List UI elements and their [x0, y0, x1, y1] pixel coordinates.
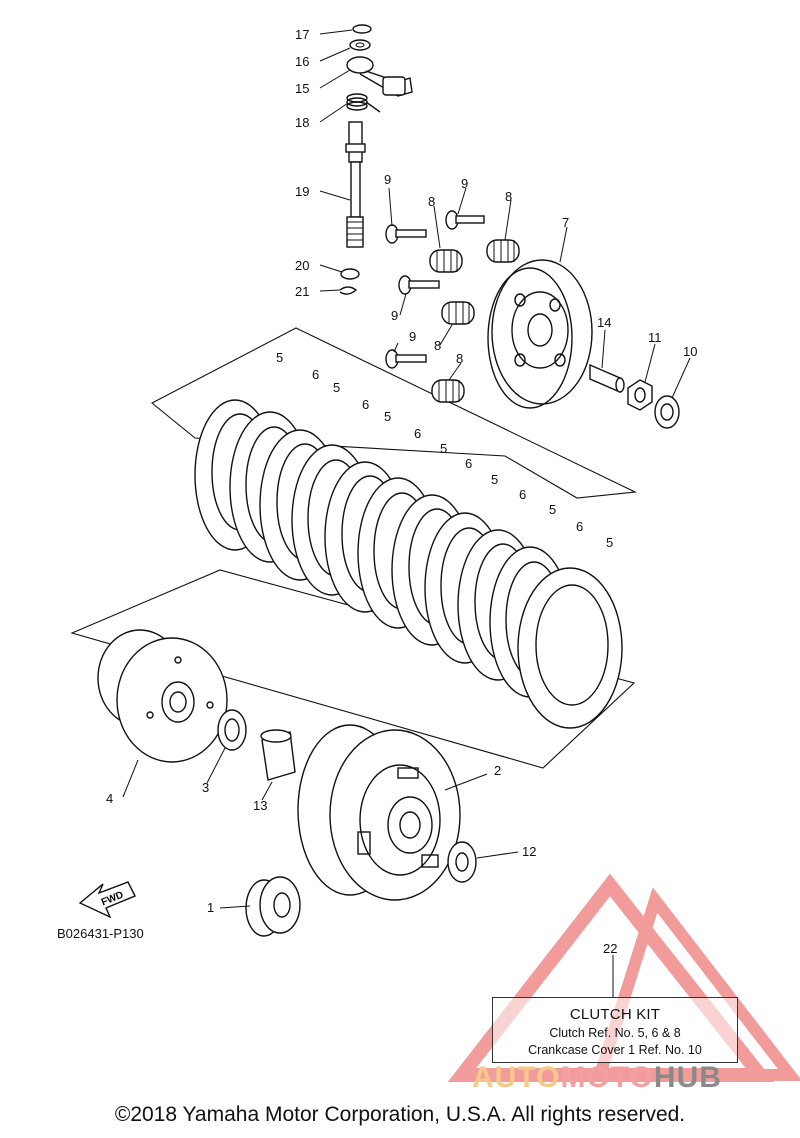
part-18-spring	[346, 93, 381, 113]
watermark-logo	[447, 873, 800, 1082]
forward-direction-arrow: FWD	[78, 881, 136, 919]
plate-box-lower	[70, 569, 636, 769]
part-8-spring	[441, 301, 475, 325]
part-7-pressure-plate	[487, 259, 593, 409]
callout-5: 5	[440, 441, 447, 456]
part-9-bolt	[385, 224, 427, 244]
callout-4: 4	[106, 791, 113, 806]
part-8-spring	[486, 239, 520, 263]
part-19-push-lever-shaft	[345, 121, 366, 248]
clutch-kit-box: CLUTCH KIT Clutch Ref. No. 5, 6 & 8 Cran…	[492, 997, 738, 1063]
leader-lines	[122, 29, 691, 997]
part-4-clutch-boss	[97, 629, 228, 763]
callout-8: 8	[505, 189, 512, 204]
callout-5: 5	[549, 502, 556, 517]
clutch-plate-stack	[194, 399, 623, 729]
callout-19: 19	[295, 184, 309, 199]
callout-9: 9	[391, 308, 398, 323]
callout-14: 14	[597, 315, 611, 330]
callout-18: 18	[295, 115, 309, 130]
callout-8: 8	[434, 338, 441, 353]
part-9-bolt	[445, 210, 485, 230]
clutch-kit-line-2: Crankcase Cover 1 Ref. No. 10	[528, 1043, 702, 1057]
callout-3: 3	[202, 780, 209, 795]
pull-lever-shaft-assembly	[339, 24, 413, 295]
pressure-plate-assembly	[385, 210, 680, 429]
callout-6: 6	[362, 397, 369, 412]
callout-13: 13	[253, 798, 267, 813]
callout-8: 8	[456, 351, 463, 366]
part-16-washer	[349, 39, 371, 51]
part-3-thrust-washer	[217, 709, 247, 751]
callout-2: 2	[494, 763, 501, 778]
clutch-kit-title: CLUTCH KIT	[569, 1006, 661, 1023]
watermark-text: AUTOMOTOHUB	[472, 1061, 722, 1095]
callout-labels: 17 16 15 18 19 20 21 9 9 8 8 7 9 8 9 8 1…	[106, 27, 697, 956]
diagram-reference-code: B026431-P130	[57, 926, 144, 941]
callout-20: 20	[295, 258, 309, 273]
part-12-thrust-washer	[447, 841, 477, 883]
clutch-kit-line-1: Clutch Ref. No. 5, 6 & 8	[549, 1026, 681, 1040]
watermark-part-hub: HUB	[653, 1061, 722, 1094]
part-10-lock-washer	[654, 395, 680, 429]
watermark-part-moto: MOTO	[560, 1061, 654, 1094]
part-8-spring	[431, 379, 465, 403]
copyright-notice: ©2018 Yamaha Motor Corporation, U.S.A. A…	[114, 1103, 686, 1126]
part-9-bolt	[398, 275, 440, 295]
part-13-sleeve	[260, 729, 296, 781]
part-14-push-rod	[589, 363, 625, 394]
callout-5: 5	[276, 350, 283, 365]
part-9-bolt	[385, 349, 427, 369]
callout-17: 17	[295, 27, 309, 42]
callout-21: 21	[295, 284, 309, 299]
watermark-part-auto: AUTO	[472, 1061, 561, 1094]
callout-8: 8	[428, 194, 435, 209]
part-1-primary-drive-gear	[245, 876, 301, 937]
callout-6: 6	[519, 487, 526, 502]
callout-16: 16	[295, 54, 309, 69]
callout-5: 5	[491, 472, 498, 487]
callout-12: 12	[522, 844, 536, 859]
part-5-friction-plate	[517, 567, 623, 729]
callout-9: 9	[409, 329, 416, 344]
callout-15: 15	[295, 81, 309, 96]
part-21-circlip	[339, 286, 358, 295]
part-8-spring	[429, 249, 463, 273]
callout-10: 10	[683, 344, 697, 359]
callout-6: 6	[312, 367, 319, 382]
part-2-primary-driven-gear-housing	[297, 724, 461, 901]
callout-9: 9	[461, 176, 468, 191]
part-11-nut	[627, 379, 653, 411]
callout-6: 6	[465, 456, 472, 471]
callout-5: 5	[606, 535, 613, 550]
plate-box-upper	[151, 327, 637, 499]
callout-11: 11	[648, 330, 662, 345]
callout-6: 6	[576, 519, 583, 534]
callout-5: 5	[384, 409, 391, 424]
callout-5: 5	[333, 380, 340, 395]
callout-7: 7	[562, 215, 569, 230]
callout-9: 9	[384, 172, 391, 187]
callout-22: 22	[603, 941, 617, 956]
callout-1: 1	[207, 900, 214, 915]
callout-6: 6	[414, 426, 421, 441]
part-15-lever	[346, 56, 413, 97]
part-20-washer	[340, 268, 360, 280]
part-17-circlip	[352, 24, 372, 34]
